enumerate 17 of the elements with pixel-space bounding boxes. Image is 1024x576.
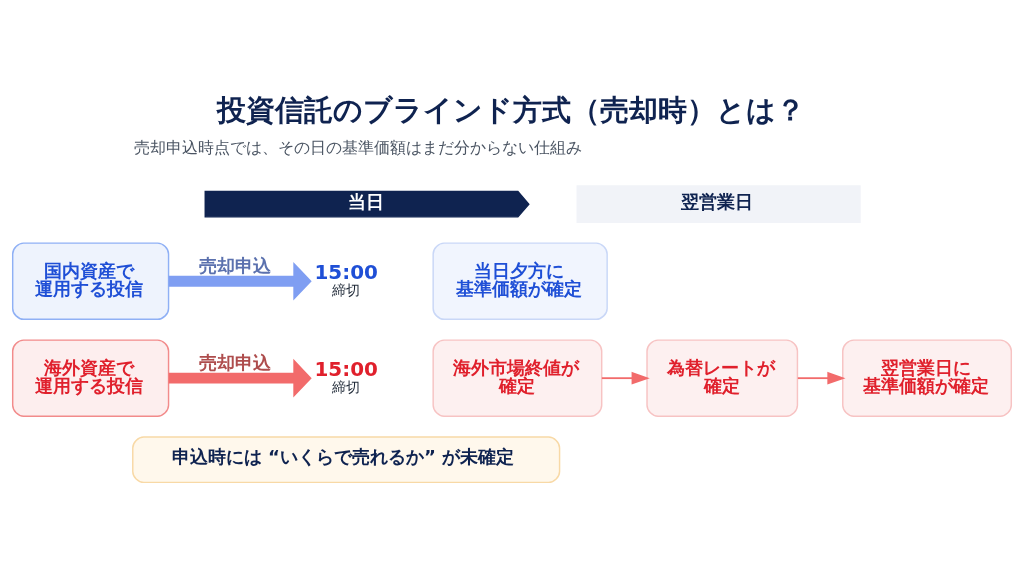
arrow [600,371,650,385]
node-box: 申込時には “いくらで売れるか” が未確定 [132,436,561,484]
node-box: 翌営業日に基準価額が確定 [842,339,1013,417]
node-box: 為替レートが確定 [646,339,799,417]
edge-label: 売却申込 [199,255,272,277]
node-box: 国内資産で運用する投信 [11,242,170,320]
diagram-title: 投資信託のブラインド方式（売却時）とは？ [216,92,805,127]
node-text: 15:00 締切 [314,357,378,395]
label: 売却申込時点では、その日の基準価額はまだ分からない仕組み [134,137,583,157]
node-text: 15:00 締切 [314,261,378,298]
node-box: 海外資産で運用する投信 [11,339,170,417]
edge-label: 売却申込 [199,352,272,374]
arrow [796,371,846,385]
node-box: 海外市場終値が確定 [432,339,603,417]
arrow [168,261,312,301]
arrow [168,358,312,398]
node-box: 当日夕方に基準価額が確定 [432,242,608,320]
